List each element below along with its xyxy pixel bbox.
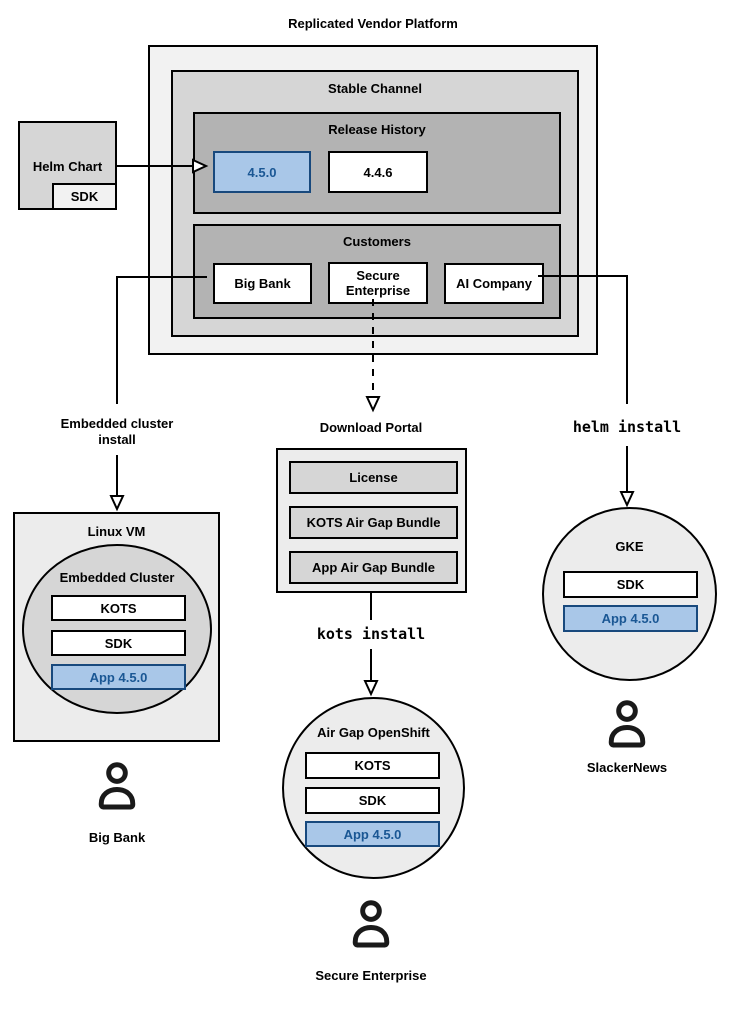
diagram-title: Replicated Vendor Platform bbox=[288, 16, 458, 31]
customer-node-ai-company: AI Company bbox=[444, 263, 544, 304]
kots-install-command-label: kots install bbox=[316, 625, 426, 643]
big-bank-user-label: Big Bank bbox=[88, 830, 146, 845]
linux-vm-box: Linux VM Embedded Cluster KOTS SDK App 4… bbox=[13, 512, 220, 742]
embedded-cluster-label: Embedded Cluster bbox=[59, 570, 175, 585]
helm-chart-sdk-node: SDK bbox=[52, 183, 117, 210]
embedded-app-node: App 4.5.0 bbox=[51, 664, 186, 690]
customers-box: Customers Big Bank Secure Enterprise AI … bbox=[193, 224, 561, 319]
release-node-4-5-0: 4.5.0 bbox=[213, 151, 311, 193]
embedded-cluster-circle: Embedded Cluster KOTS SDK App 4.5.0 bbox=[22, 544, 212, 714]
helm-chart-label: Helm Chart bbox=[32, 159, 103, 174]
portal-license-node: License bbox=[289, 461, 458, 494]
slackernews-user-label: SlackerNews bbox=[586, 760, 668, 775]
stable-channel-label: Stable Channel bbox=[328, 81, 422, 96]
slackernews-user-icon bbox=[600, 696, 654, 759]
release-history-label: Release History bbox=[328, 122, 426, 137]
gke-circle: GKE SDK App 4.5.0 bbox=[542, 507, 717, 681]
portal-app-bundle-node: App Air Gap Bundle bbox=[289, 551, 458, 584]
airgap-openshift-circle: Air Gap OpenShift KOTS SDK App 4.5.0 bbox=[282, 697, 465, 879]
gke-app-node: App 4.5.0 bbox=[563, 605, 698, 632]
embedded-install-edge-label: Embedded cluster install bbox=[60, 416, 174, 447]
customer-node-secure-enterprise: Secure Enterprise bbox=[328, 262, 428, 304]
embedded-kots-node: KOTS bbox=[51, 595, 186, 621]
helm-chart-box: Helm Chart SDK bbox=[18, 121, 117, 210]
airgap-openshift-label: Air Gap OpenShift bbox=[317, 725, 430, 740]
helm-install-command-label: helm install bbox=[572, 418, 682, 436]
download-portal-label: Download Portal bbox=[319, 420, 423, 435]
customer-node-big-bank: Big Bank bbox=[213, 263, 312, 304]
airgap-kots-node: KOTS bbox=[305, 752, 440, 779]
airgap-sdk-node: SDK bbox=[305, 787, 440, 814]
secure-enterprise-user-icon bbox=[344, 896, 398, 959]
customers-label: Customers bbox=[343, 234, 411, 249]
release-node-4-4-6: 4.4.6 bbox=[328, 151, 428, 193]
big-bank-user-icon bbox=[90, 758, 144, 821]
download-portal-box: License KOTS Air Gap Bundle App Air Gap … bbox=[276, 448, 467, 593]
portal-kots-bundle-node: KOTS Air Gap Bundle bbox=[289, 506, 458, 539]
embedded-sdk-node: SDK bbox=[51, 630, 186, 656]
secure-enterprise-user-label: Secure Enterprise bbox=[315, 968, 427, 983]
gke-label: GKE bbox=[615, 539, 644, 554]
gke-sdk-node: SDK bbox=[563, 571, 698, 598]
linux-vm-label: Linux VM bbox=[87, 524, 146, 539]
portal-to-openshift-arrow bbox=[363, 593, 379, 697]
airgap-app-node: App 4.5.0 bbox=[305, 821, 440, 847]
release-history-box: Release History 4.5.0 4.4.6 bbox=[193, 112, 561, 214]
stable-channel-box: Stable Channel Release History 4.5.0 4.4… bbox=[171, 70, 579, 337]
vendor-platform-box: Stable Channel Release History 4.5.0 4.4… bbox=[148, 45, 598, 355]
